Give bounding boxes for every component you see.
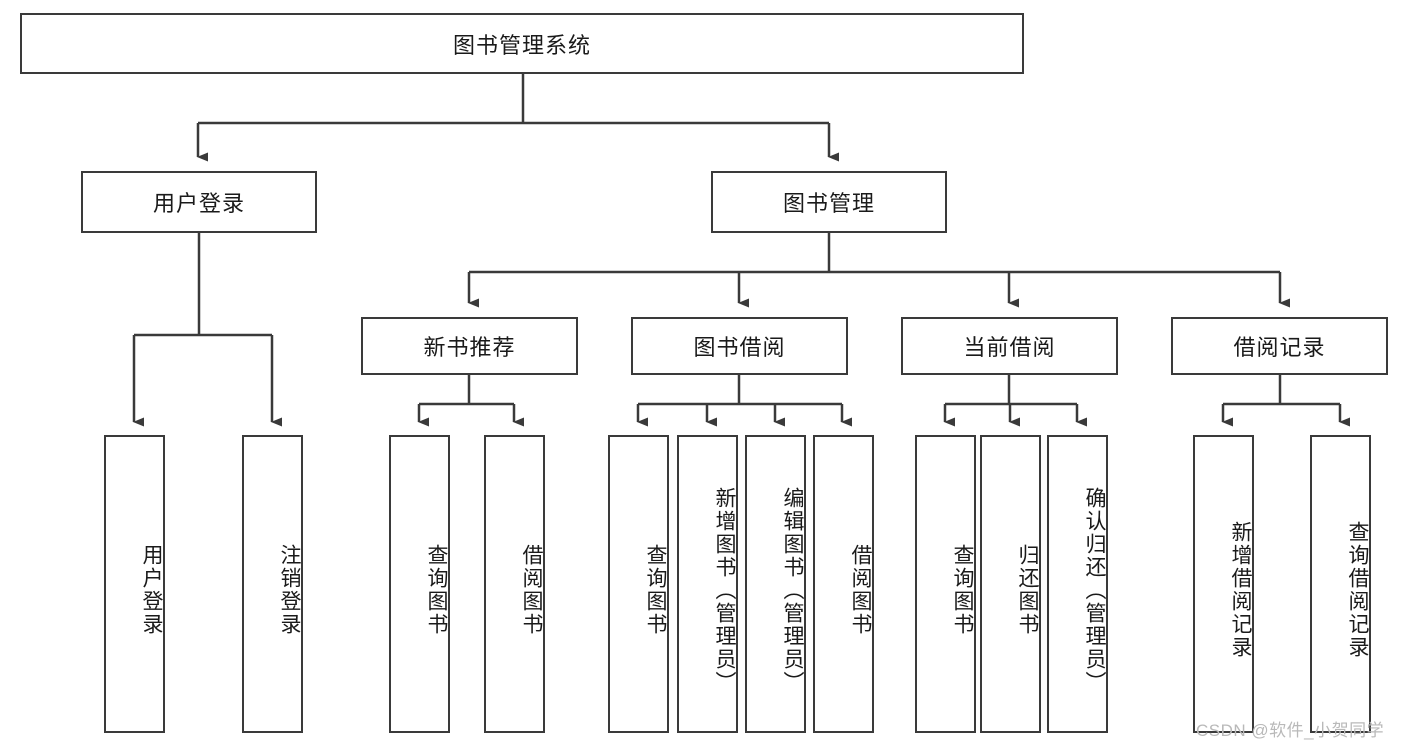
node-user-login-label: 用户登录 [152,191,245,216]
node-leaf-query-borrow-record-label: 查询借阅记录 [1346,521,1369,659]
node-leaf-borrow-book-recommend-label: 借阅图书 [520,544,543,636]
node-book-management[interactable]: 图书管理 [711,171,947,233]
node-leaf-edit-book-admin[interactable]: 编辑图书（管理员） [745,435,806,733]
node-leaf-confirm-return-admin[interactable]: 确认归还（管理员） [1047,435,1108,733]
node-leaf-add-book-admin-label: 新增图书（管理员） [713,486,736,694]
node-current-borrow[interactable]: 当前借阅 [901,317,1118,375]
node-borrow-record[interactable]: 借阅记录 [1171,317,1388,375]
node-book-management-label: 图书管理 [782,191,875,216]
node-leaf-add-borrow-record[interactable]: 新增借阅记录 [1193,435,1254,733]
node-leaf-query-book-borrow[interactable]: 查询图书 [608,435,669,733]
node-leaf-query-book-recommend-label: 查询图书 [425,544,448,636]
node-leaf-borrow-book-label: 借阅图书 [849,544,872,636]
node-leaf-user-login-label: 用户登录 [140,544,163,636]
node-leaf-query-book-borrow-label: 查询图书 [644,544,667,636]
node-leaf-edit-book-admin-label: 编辑图书（管理员） [781,486,804,694]
node-root-system-label: 图书管理系统 [452,32,591,58]
node-leaf-borrow-book[interactable]: 借阅图书 [813,435,874,733]
node-leaf-logout-label: 注销登录 [278,544,301,636]
node-new-book-recommend-label: 新书推荐 [423,335,516,360]
node-user-login[interactable]: 用户登录 [81,171,317,233]
node-leaf-query-book-current-label: 查询图书 [951,544,974,636]
node-root-system[interactable]: 图书管理系统 [20,13,1024,74]
node-leaf-query-borrow-record[interactable]: 查询借阅记录 [1310,435,1371,733]
node-new-book-recommend[interactable]: 新书推荐 [361,317,578,375]
node-leaf-confirm-return-admin-label: 确认归还（管理员） [1083,486,1106,694]
node-leaf-logout[interactable]: 注销登录 [242,435,303,733]
csdn-watermark: CSDN @软件_小贺同学 [1196,721,1385,740]
node-leaf-return-book-label: 归还图书 [1016,544,1039,636]
node-leaf-borrow-book-recommend[interactable]: 借阅图书 [484,435,545,733]
node-borrow-record-label: 借阅记录 [1233,335,1326,360]
node-current-borrow-label: 当前借阅 [963,335,1056,360]
node-leaf-user-login[interactable]: 用户登录 [104,435,165,733]
node-leaf-add-book-admin[interactable]: 新增图书（管理员） [677,435,738,733]
node-book-borrow[interactable]: 图书借阅 [631,317,848,375]
node-leaf-query-book-recommend[interactable]: 查询图书 [389,435,450,733]
node-leaf-add-borrow-record-label: 新增借阅记录 [1229,521,1252,659]
node-book-borrow-label: 图书借阅 [693,335,786,360]
node-leaf-return-book[interactable]: 归还图书 [980,435,1041,733]
node-leaf-query-book-current[interactable]: 查询图书 [915,435,976,733]
